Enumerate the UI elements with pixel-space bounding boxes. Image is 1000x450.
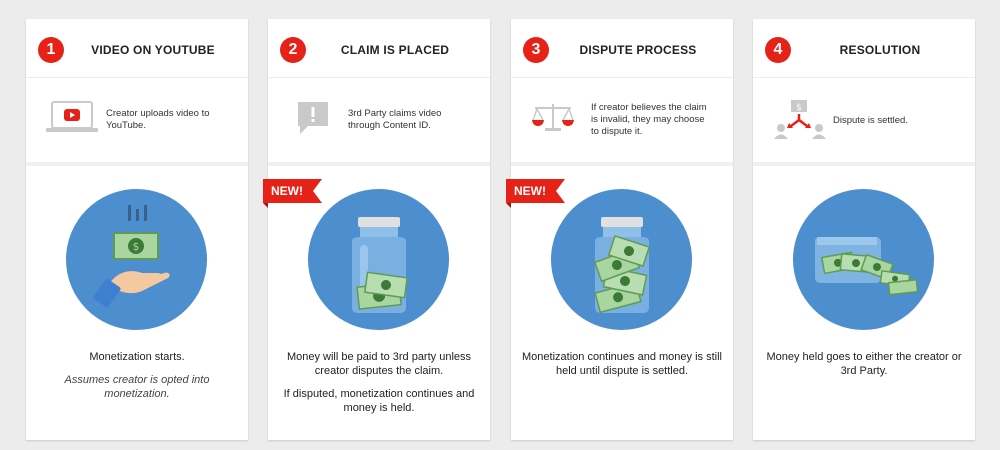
step-number: 1 xyxy=(38,37,64,63)
step-info: Creator uploads video to YouTube. xyxy=(26,78,248,166)
step-info-text: If creator believes the claim is invalid… xyxy=(591,102,707,137)
resolution-illustration xyxy=(793,189,934,330)
step-info: $ Dispute is settled. xyxy=(753,78,975,166)
full-jar-illustration xyxy=(551,189,692,330)
step-info: 3rd Party claims video through Content I… xyxy=(268,78,490,166)
svg-text:$: $ xyxy=(796,103,802,113)
step-desc-line: Money held goes to either the creator or… xyxy=(766,351,962,377)
step-description: Money held goes to either the creator or… xyxy=(761,350,967,387)
step-note: Assumes creator is opted into monetizati… xyxy=(64,374,210,400)
step-desc-line: Money will be paid to 3rd party unless c… xyxy=(286,351,472,377)
new-badge: NEW! xyxy=(263,179,322,208)
svg-text:$: $ xyxy=(133,240,140,253)
step-card-3: 3 DISPUTE PROCESS If creator believes th… xyxy=(506,19,733,440)
step-info-text: 3rd Party claims video through Content I… xyxy=(348,108,442,131)
step-description: Monetization starts. Assumes creator is … xyxy=(34,350,240,410)
step-desc-line: If disputed, monetization continues and … xyxy=(283,388,475,414)
step-card-2: 2 CLAIM IS PLACED 3rd Party claims video… xyxy=(263,19,490,440)
step-desc-line: Monetization continues and money is stil… xyxy=(522,351,722,377)
split-money-icon: $ xyxy=(773,98,827,145)
step-title: CLAIM IS PLACED xyxy=(340,43,450,57)
new-badge: NEW! xyxy=(506,179,565,208)
step-header: 1 VIDEO ON YOUTUBE xyxy=(26,19,248,78)
step-card-1: 1 VIDEO ON YOUTUBE Creator uploads video… xyxy=(26,19,248,440)
scales-icon xyxy=(531,102,575,137)
step-header: 3 DISPUTE PROCESS xyxy=(511,19,733,78)
step-desc-line: Monetization starts. xyxy=(89,351,185,363)
step-card-4: 4 RESOLUTION $ Dispute is settled. xyxy=(753,19,975,440)
step-title: DISPUTE PROCESS xyxy=(579,43,697,57)
step-description: Monetization continues and money is stil… xyxy=(519,350,725,387)
step-header: 4 RESOLUTION xyxy=(753,19,975,78)
step-info-text: Creator uploads video to YouTube. xyxy=(106,108,210,131)
alert-chat-icon xyxy=(296,100,330,141)
step-title: VIDEO ON YOUTUBE xyxy=(91,43,215,57)
step-info-text: Dispute is settled. xyxy=(833,115,908,126)
jar-illustration xyxy=(308,189,449,330)
step-title: RESOLUTION xyxy=(839,43,921,57)
laptop-youtube-icon xyxy=(46,100,98,139)
step-number: 3 xyxy=(523,37,549,63)
step-number: 2 xyxy=(280,37,306,63)
step-header: 2 CLAIM IS PLACED xyxy=(268,19,490,78)
step-description: Money will be paid to 3rd party unless c… xyxy=(276,350,482,424)
step-number: 4 xyxy=(765,37,791,63)
step-info: If creator believes the claim is invalid… xyxy=(511,78,733,166)
monetization-illustration: $ xyxy=(66,189,207,330)
